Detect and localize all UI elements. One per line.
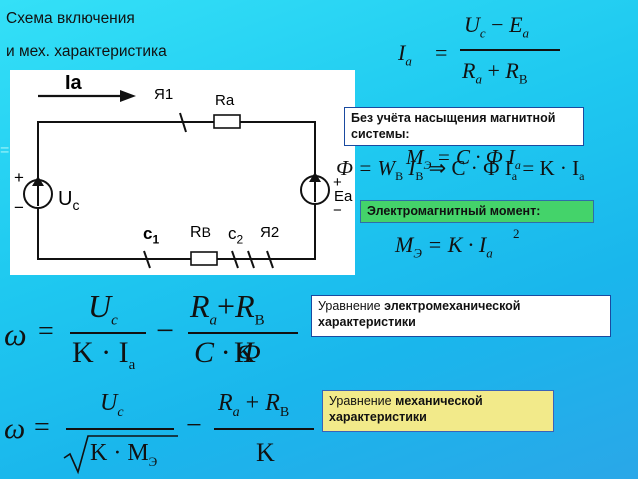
left-equals-mark: = bbox=[0, 142, 10, 159]
electromech-bold: электромеханической характеристики bbox=[318, 299, 521, 329]
fraction-bar bbox=[460, 49, 560, 51]
label-ya2: Я2 bbox=[260, 224, 280, 241]
torque-formula: MЭ = K · Ia 2 bbox=[395, 226, 520, 261]
mech-bold: механической характеристики bbox=[329, 394, 483, 424]
label-ya1: Я1 bbox=[154, 86, 174, 103]
label-plus-left: + bbox=[14, 168, 24, 187]
label-uc: Uc bbox=[58, 188, 80, 213]
armature-current-formula: Ia = Uc − Ea Ra + RВ bbox=[398, 6, 568, 86]
brush-c1 bbox=[143, 250, 151, 269]
label-rb: RB bbox=[190, 224, 211, 241]
em-fraction-bar-2 bbox=[188, 332, 298, 334]
label-ra: Ra bbox=[215, 92, 235, 109]
brush-ya1 bbox=[179, 112, 187, 133]
mech-fraction-bar-2 bbox=[214, 428, 314, 430]
label-ea: Ea bbox=[334, 188, 353, 205]
mech-formula: ω = Uc K · MЭ − Ra + RВ K bbox=[4, 386, 324, 476]
flux-overlay-formula: MЭ = C · Ф Ia bbox=[406, 145, 521, 173]
label-minus-left: − bbox=[14, 198, 24, 217]
torque-power: 2 bbox=[513, 226, 520, 241]
electromech-formula: ω = Uc K · Ia − Ra+RВ C · Ф K bbox=[4, 286, 304, 380]
formula-numerator: Uc − Ea bbox=[464, 12, 530, 41]
brush-c2b bbox=[247, 250, 255, 269]
torque-label-box: Электромагнитный момент: bbox=[360, 200, 594, 223]
resistor-ra bbox=[213, 114, 241, 129]
sqrt-sign bbox=[63, 435, 178, 475]
electromech-prefix: Уравнение bbox=[318, 299, 381, 313]
torque-label-text: Электромагнитный момент: bbox=[367, 204, 541, 218]
resistor-rb bbox=[190, 251, 218, 266]
saturation-note-text: Без учёта насыщения магнитной системы: bbox=[351, 111, 556, 141]
label-c1: c1 bbox=[143, 224, 160, 247]
mech-note-box: Уравнение механической характеристики bbox=[322, 390, 554, 432]
omega-symbol: ω bbox=[4, 316, 27, 352]
circuit-diagram: Ia Я1 Ra + − Uc + − Ea c1 RB c2 Я2 bbox=[10, 70, 355, 275]
label-minus-right: − bbox=[333, 202, 342, 219]
em-fraction-bar-1 bbox=[70, 332, 146, 334]
formula-denominator: Ra + RВ bbox=[462, 58, 528, 87]
label-plus-right: + bbox=[333, 174, 342, 191]
electromech-note-box: Уравнение электромеханической характерис… bbox=[311, 295, 611, 337]
mech-fraction-bar-1 bbox=[66, 428, 174, 430]
flux-torque-relation: Ф = WВ IВ ⇒ C · Ф Ia = K · Ia MЭ = C · Ф… bbox=[336, 145, 636, 188]
current-arrow-head bbox=[120, 90, 136, 102]
saturation-note-box: Без учёта насыщения магнитной системы: bbox=[344, 107, 584, 146]
label-ia: Ia bbox=[65, 72, 82, 94]
brush-ya2 bbox=[266, 250, 274, 269]
title-line-2: и мех. характеристика bbox=[6, 43, 167, 60]
brush-c2a bbox=[231, 250, 239, 269]
flux-formula: Ф = WВ IВ ⇒ C · Ф Ia = K · Ia bbox=[336, 156, 585, 184]
mech-prefix: Уравнение bbox=[329, 394, 392, 408]
label-c2: c2 bbox=[228, 224, 244, 247]
circuit-svg bbox=[23, 90, 330, 269]
title-line-1: Схема включения bbox=[6, 10, 135, 27]
formula-lhs: I bbox=[398, 40, 406, 65]
